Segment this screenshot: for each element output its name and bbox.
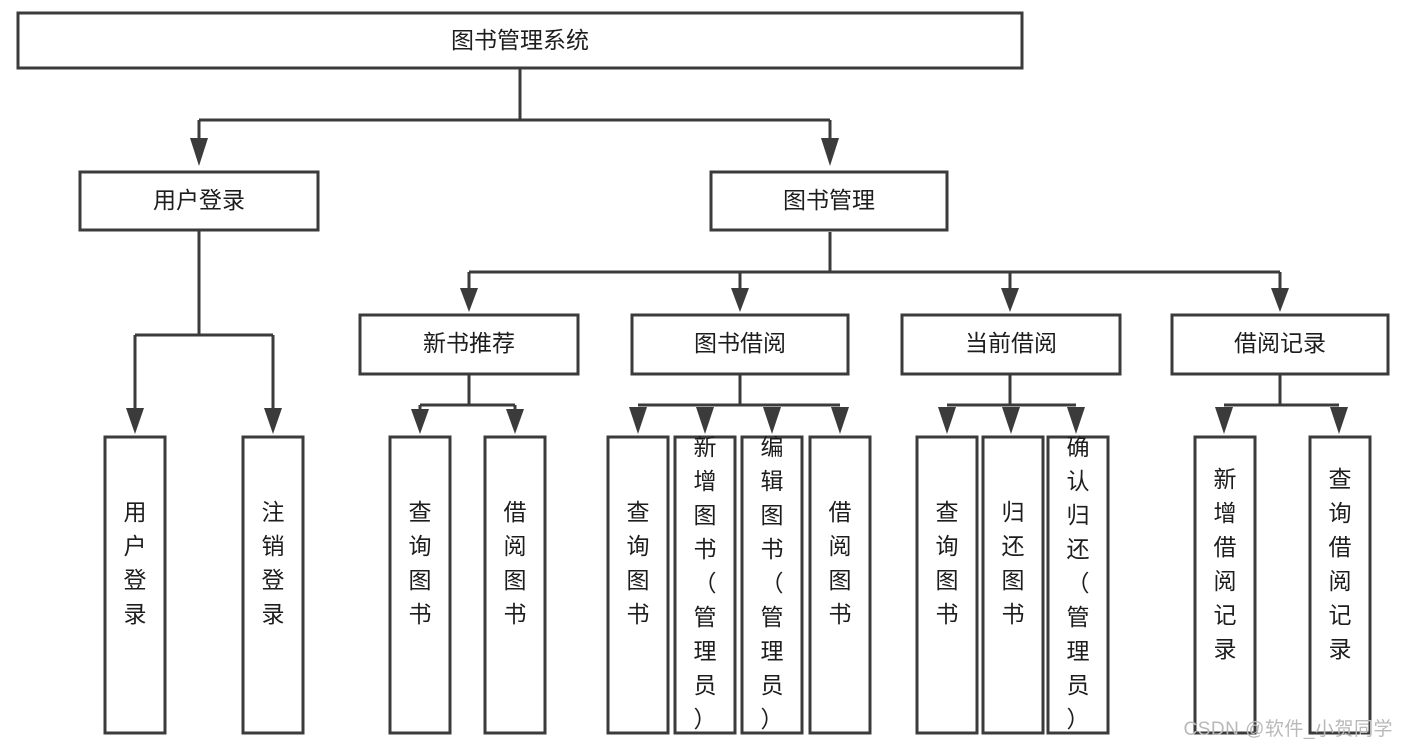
node-borrow-record-label: 借阅记录: [1234, 330, 1326, 356]
leaf-node-add-borrow-record-label: 新增借阅记录: [1214, 466, 1237, 662]
node-root-system[interactable]: 图书管理系统: [16, 11, 1024, 70]
arrow-head-leaf-borrow-book-2: [831, 407, 849, 434]
connector-group-book-borrow: [629, 375, 849, 434]
connector-group-book-manage: [460, 232, 1289, 312]
leaf-node-add-borrow-record-box: [1193, 435, 1257, 735]
arrow-head-borrow-record: [1271, 288, 1289, 312]
arrow-head-leaf-confirm-return: [1067, 407, 1085, 434]
arrow-head-new-book: [460, 288, 478, 312]
leaf-node-logout-box: [241, 435, 305, 735]
arrow-head-leaf-add-record: [1215, 407, 1233, 434]
leaf-node-borrow-book-box: [808, 435, 872, 735]
leaf-node-query-borrow-record[interactable]: 查询借阅记录: [1308, 435, 1372, 735]
leaf-node-confirm-return[interactable]: 确认归还（管理员）: [1046, 434, 1110, 735]
leaf-node-return-book-label: 归还图书: [1002, 499, 1025, 627]
leaf-node-return-book[interactable]: 归还图书: [981, 435, 1045, 735]
arrow-head-leaf-edit-book: [763, 407, 781, 434]
arrow-head-current-borrow: [1001, 288, 1019, 312]
arrow-head-leaf-logout: [264, 408, 282, 434]
node-new-book-recommend-box: [358, 313, 580, 376]
leaf-node-query-borrow-record-box: [1308, 435, 1372, 735]
arrow-head-leaf-query-record: [1330, 407, 1348, 434]
leaf-node-add-book-label: 新增图书（管理员）: [694, 434, 717, 732]
connector-group-current-borrow: [938, 375, 1085, 434]
leaf-node-add-borrow-record[interactable]: 新增借阅记录: [1193, 435, 1257, 735]
node-new-book-recommend[interactable]: 新书推荐: [358, 313, 580, 376]
node-borrow-record-box: [1170, 313, 1390, 376]
arrow-head-book-manage: [821, 138, 839, 166]
leaf-node-query-book-current-box: [915, 435, 979, 735]
leaf-node-query-book-current-label: 查询图书: [936, 499, 959, 627]
leaf-node-borrow-book-recommend-label: 借阅图书: [504, 499, 527, 627]
leaf-node-borrow-book-recommend[interactable]: 借阅图书: [483, 435, 547, 735]
leaf-node-borrow-book[interactable]: 借阅图书: [808, 435, 872, 735]
node-current-borrow-label: 当前借阅: [965, 330, 1057, 356]
leaf-node-logout-label: 注销登录: [262, 499, 285, 627]
node-new-book-recommend-label: 新书推荐: [423, 330, 515, 356]
node-user-login-label: 用户登录: [153, 187, 245, 213]
leaf-node-query-book-borrow-label: 查询图书: [627, 499, 650, 627]
leaf-node-borrow-book-label: 借阅图书: [829, 499, 852, 627]
node-book-borrow-label: 图书借阅: [694, 330, 786, 356]
node-book-borrow-box: [630, 313, 850, 376]
leaf-node-edit-book[interactable]: 编辑图书（管理员）: [740, 434, 804, 735]
leaf-node-logout[interactable]: 注销登录: [241, 435, 305, 735]
leaf-node-user-login-box: [103, 435, 167, 735]
node-root-system-box: [16, 11, 1024, 70]
leaf-node-query-book-borrow-box: [606, 435, 670, 735]
node-current-borrow-box: [900, 313, 1122, 376]
connector-group-root: [190, 68, 839, 166]
leaf-node-add-book[interactable]: 新增图书（管理员）: [673, 434, 737, 735]
leaf-node-edit-book-label: 编辑图书（管理员）: [761, 434, 784, 732]
arrow-head-leaf-user-login: [126, 408, 144, 434]
leaf-node-borrow-book-recommend-box: [483, 435, 547, 735]
arrow-head-book-borrow: [731, 288, 749, 312]
node-book-manage-box: [709, 170, 949, 232]
arrow-head-user-login: [190, 138, 208, 166]
node-root-system-label: 图书管理系统: [451, 27, 589, 53]
leaf-node-query-book-recommend-box: [388, 435, 452, 735]
node-current-borrow[interactable]: 当前借阅: [900, 313, 1122, 376]
leaf-node-confirm-return-box: [1046, 435, 1110, 735]
node-book-manage[interactable]: 图书管理: [709, 170, 949, 232]
leaf-node-query-book-current[interactable]: 查询图书: [915, 435, 979, 735]
arrow-head-leaf-borrow-book-1: [506, 409, 524, 434]
leaf-node-query-borrow-record-label: 查询借阅记录: [1329, 466, 1352, 662]
leaf-node-user-login[interactable]: 用户登录: [103, 435, 167, 735]
arrow-head-leaf-add-book: [696, 407, 714, 434]
leaf-node-add-book-box: [673, 435, 737, 735]
arrow-head-leaf-query-book-1: [411, 409, 429, 434]
connector-group-new-book: [411, 375, 524, 434]
leaf-node-query-book-borrow[interactable]: 查询图书: [606, 435, 670, 735]
leaf-node-query-book-recommend-label: 查询图书: [409, 499, 432, 627]
arrow-head-leaf-query-book-2: [629, 407, 647, 434]
leaf-node-user-login-label: 用户登录: [124, 499, 147, 627]
node-user-login-box: [78, 170, 320, 232]
arrow-head-leaf-return-book: [1002, 407, 1020, 434]
leaf-node-query-book-recommend[interactable]: 查询图书: [388, 435, 452, 735]
leaf-node-confirm-return-label: 确认归还（管理员）: [1067, 434, 1090, 732]
node-book-borrow[interactable]: 图书借阅: [630, 313, 850, 376]
connector-group-user-login: [126, 230, 282, 434]
leaf-node-return-book-box: [981, 435, 1045, 735]
node-user-login[interactable]: 用户登录: [78, 170, 320, 232]
arrow-head-leaf-query-book-3: [938, 407, 956, 434]
node-book-manage-label: 图书管理: [783, 187, 875, 213]
node-borrow-record[interactable]: 借阅记录: [1170, 313, 1390, 376]
connector-group-borrow-record: [1215, 375, 1348, 434]
leaf-node-edit-book-box: [740, 435, 804, 735]
